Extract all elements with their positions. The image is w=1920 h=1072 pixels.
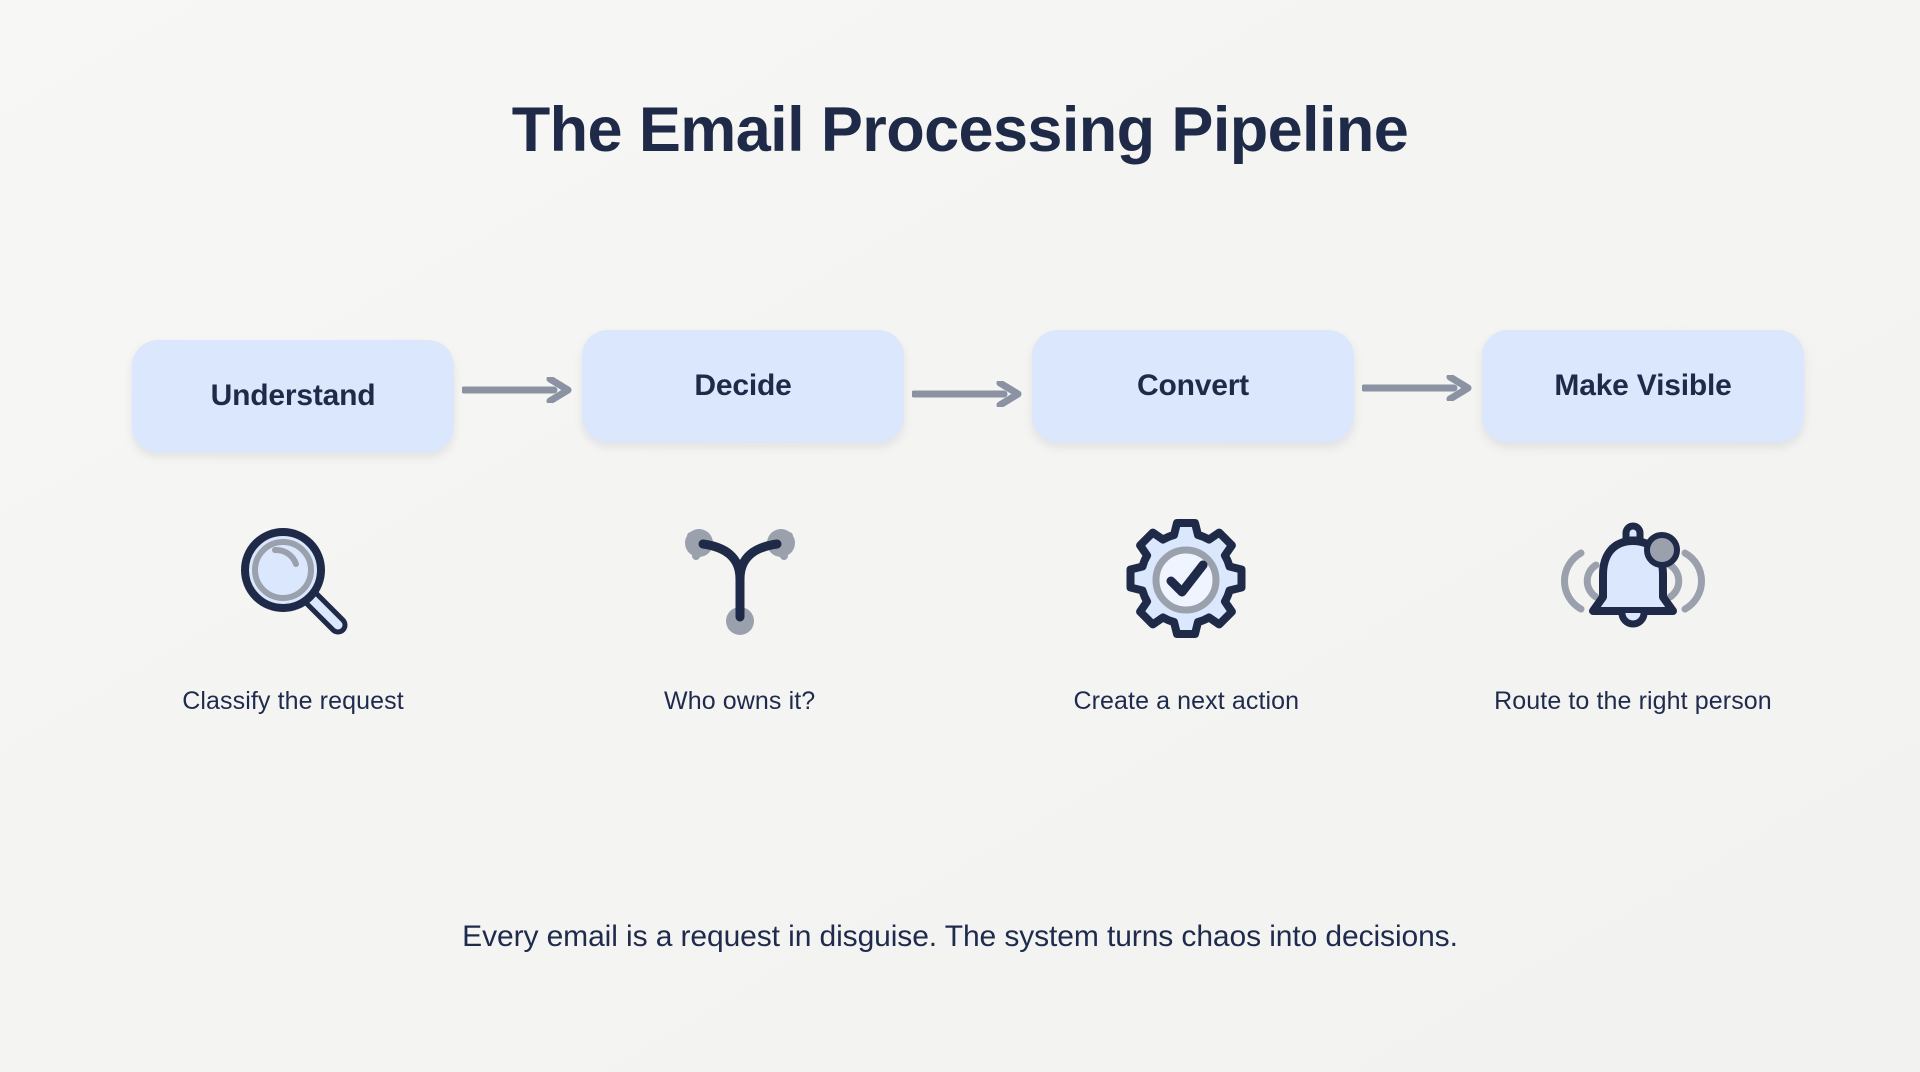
arrow-right-icon [912, 381, 1022, 407]
magnifying-glass-icon [241, 528, 348, 635]
icon-wrap-make-visible [1559, 505, 1707, 655]
page-title: The Email Processing Pipeline [511, 95, 1409, 165]
connector-arrow-2 [904, 338, 1032, 450]
stage-box-convert[interactable]: Convert [1032, 330, 1354, 442]
connector-arrow-3 [1354, 332, 1482, 444]
stage-box-understand[interactable]: Understand [132, 340, 454, 452]
stage-label-understand: Understand [210, 379, 376, 412]
stage-box-decide[interactable]: Decide [582, 330, 904, 442]
caption-convert: Create a next action [1073, 687, 1300, 715]
pipeline-detail-row: Classify the request Who owns it? [132, 505, 1794, 716]
detail-column-understand: Classify the request [132, 505, 454, 716]
arrow-right-icon [1362, 375, 1472, 401]
stage-label-decide: Decide [694, 369, 792, 402]
icon-wrap-convert [1123, 505, 1249, 655]
detail-column-make-visible: Route to the right person [1472, 505, 1794, 716]
arrow-right-icon [462, 377, 572, 403]
pipeline-stage-row: Understand Decide Convert [132, 330, 1804, 458]
icon-wrap-understand [230, 505, 356, 655]
stage-label-convert: Convert [1137, 369, 1249, 402]
branch-fork-icon [684, 529, 795, 635]
detail-column-decide: Who owns it? [579, 505, 901, 716]
stage-label-make-visible: Make Visible [1554, 369, 1732, 402]
icon-wrap-decide [677, 505, 803, 655]
detail-column-convert: Create a next action [1025, 505, 1347, 716]
caption-make-visible: Route to the right person [1494, 687, 1772, 715]
bell-notification-icon [1561, 522, 1705, 628]
gear-check-icon [1126, 519, 1246, 638]
stage-box-make-visible[interactable]: Make Visible [1482, 330, 1804, 442]
connector-arrow-1 [454, 334, 582, 446]
footer-note: Every email is a request in disguise. Th… [462, 920, 1458, 953]
caption-decide: Who owns it? [664, 687, 816, 715]
caption-understand: Classify the request [182, 687, 404, 715]
